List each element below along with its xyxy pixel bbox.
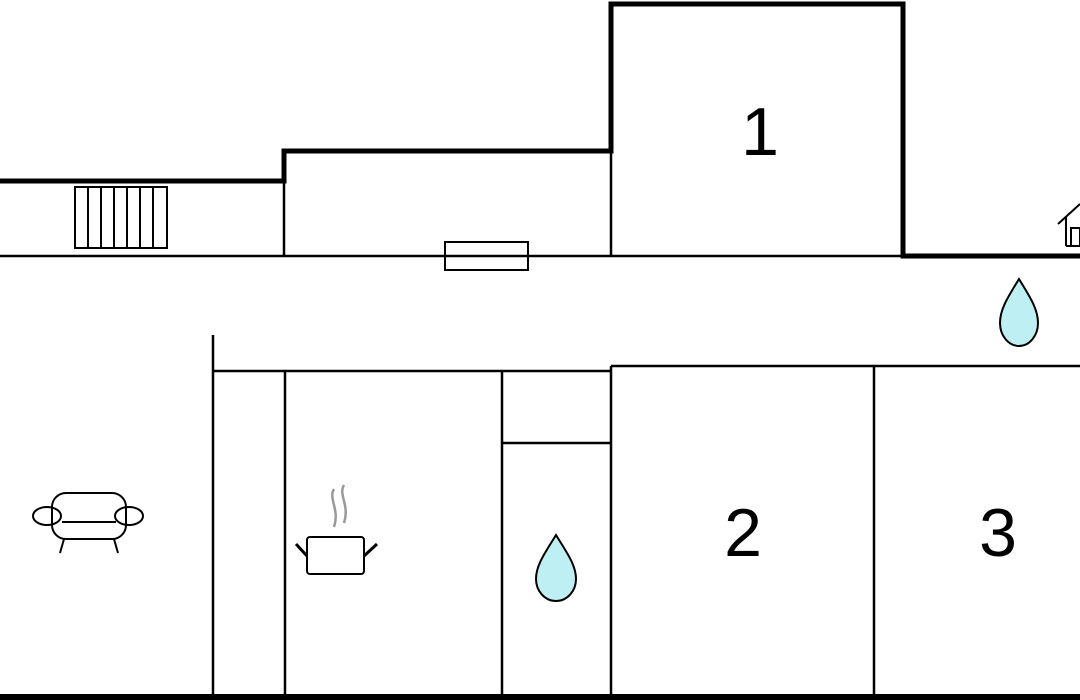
water-drop-icon [534, 533, 578, 602]
sofa-icon [32, 492, 144, 554]
room-label-2: 2 [724, 495, 762, 571]
room-label-1: 1 [741, 94, 779, 170]
wall-window [444, 241, 529, 271]
room-label-3: 3 [979, 495, 1017, 571]
cooking-pot-icon [294, 484, 379, 575]
exterior-wall-top [0, 1, 1080, 259]
water-drop-icon [998, 277, 1040, 347]
radiator-icon [74, 186, 168, 249]
house-icon [1057, 203, 1080, 247]
